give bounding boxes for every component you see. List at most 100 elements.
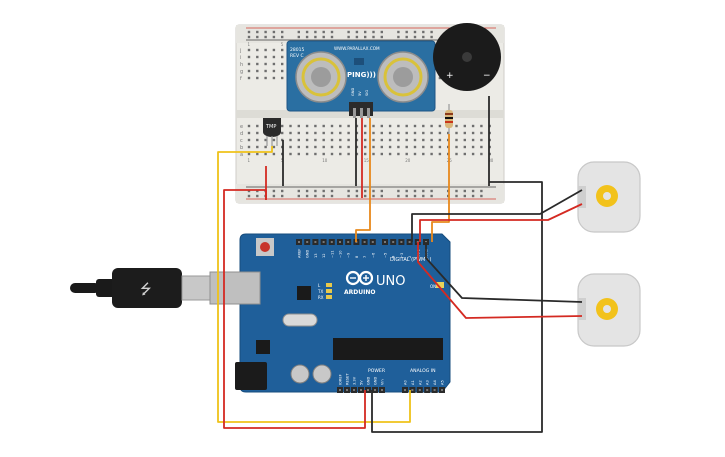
breadboard-hole[interactable] xyxy=(330,138,334,142)
rail-hole[interactable] xyxy=(430,35,433,39)
breadboard-hole[interactable] xyxy=(272,152,276,156)
breadboard-hole[interactable] xyxy=(430,124,433,128)
breadboard-hole[interactable] xyxy=(463,124,466,128)
rail-hole[interactable] xyxy=(347,35,350,39)
rail-hole[interactable] xyxy=(347,194,350,198)
breadboard-hole[interactable] xyxy=(305,152,309,156)
rail-hole[interactable] xyxy=(281,30,284,34)
breadboard-hole[interactable] xyxy=(322,138,325,142)
rail-hole[interactable] xyxy=(380,194,383,198)
breadboard-hole[interactable] xyxy=(355,152,359,156)
breadboard-hole[interactable] xyxy=(322,145,325,149)
rail-hole[interactable] xyxy=(355,194,359,198)
breadboard-hole[interactable] xyxy=(413,138,417,142)
breadboard-hole[interactable] xyxy=(438,76,442,80)
rail-hole[interactable] xyxy=(380,35,383,39)
rail-hole[interactable] xyxy=(430,194,433,198)
breadboard-hole[interactable] xyxy=(289,145,292,149)
breadboard-hole[interactable] xyxy=(405,131,408,135)
breadboard-hole[interactable] xyxy=(480,145,483,149)
rail-hole[interactable] xyxy=(314,35,317,39)
rail-hole[interactable] xyxy=(364,189,367,193)
breadboard-hole[interactable] xyxy=(272,55,276,59)
rail-hole[interactable] xyxy=(297,194,300,198)
breadboard-hole[interactable] xyxy=(372,145,375,149)
rail-hole[interactable] xyxy=(247,30,251,34)
breadboard-hole[interactable] xyxy=(480,152,483,156)
ping-ultrasonic-sensor[interactable]: 28015 REV C WWW.PARALLAX.COM PING))) GND… xyxy=(286,40,436,118)
breadboard-hole[interactable] xyxy=(347,145,350,149)
breadboard-hole[interactable] xyxy=(438,138,442,142)
breadboard-hole[interactable] xyxy=(314,152,317,156)
breadboard-hole[interactable] xyxy=(297,145,300,149)
rail-hole[interactable] xyxy=(314,30,317,34)
rail-hole[interactable] xyxy=(247,35,251,39)
breadboard-hole[interactable] xyxy=(397,124,400,128)
wire-black-gnd-rail[interactable] xyxy=(371,181,543,433)
rail-hole[interactable] xyxy=(330,189,334,193)
breadboard-hole[interactable] xyxy=(339,124,342,128)
breadboard-hole[interactable] xyxy=(281,62,284,66)
breadboard-hole[interactable] xyxy=(355,138,359,142)
rail-hole[interactable] xyxy=(272,194,276,198)
breadboard-hole[interactable] xyxy=(405,145,408,149)
breadboard-hole[interactable] xyxy=(471,145,475,149)
rail-hole[interactable] xyxy=(305,30,309,34)
breadboard-hole[interactable] xyxy=(471,131,475,135)
breadboard-hole[interactable] xyxy=(447,131,450,135)
breadboard-hole[interactable] xyxy=(388,124,392,128)
breadboard-hole[interactable] xyxy=(264,145,267,149)
breadboard-hole[interactable] xyxy=(480,131,483,135)
breadboard-hole[interactable] xyxy=(247,145,251,149)
breadboard-hole[interactable] xyxy=(364,131,367,135)
rail-hole[interactable] xyxy=(430,189,433,193)
breadboard-hole[interactable] xyxy=(438,131,442,135)
breadboard-hole[interactable] xyxy=(256,48,259,52)
rail-hole[interactable] xyxy=(330,30,334,34)
breadboard-hole[interactable] xyxy=(372,138,375,142)
rail-hole[interactable] xyxy=(322,189,325,193)
breadboard-hole[interactable] xyxy=(413,131,417,135)
breadboard-hole[interactable] xyxy=(405,152,408,156)
breadboard-hole[interactable] xyxy=(330,124,334,128)
rail-hole[interactable] xyxy=(364,30,367,34)
breadboard-hole[interactable] xyxy=(438,152,442,156)
breadboard-hole[interactable] xyxy=(455,152,458,156)
breadboard-hole[interactable] xyxy=(413,152,417,156)
breadboard-hole[interactable] xyxy=(438,124,442,128)
rail-hole[interactable] xyxy=(397,30,400,34)
breadboard-hole[interactable] xyxy=(388,145,392,149)
rail-hole[interactable] xyxy=(372,194,375,198)
breadboard-hole[interactable] xyxy=(463,131,466,135)
breadboard-hole[interactable] xyxy=(314,138,317,142)
breadboard-hole[interactable] xyxy=(388,152,392,156)
rail-hole[interactable] xyxy=(372,30,375,34)
rail-hole[interactable] xyxy=(471,194,475,198)
breadboard-hole[interactable] xyxy=(471,124,475,128)
rail-hole[interactable] xyxy=(297,35,300,39)
rail-hole[interactable] xyxy=(413,30,417,34)
breadboard-hole[interactable] xyxy=(397,131,400,135)
breadboard-hole[interactable] xyxy=(272,76,276,80)
breadboard-hole[interactable] xyxy=(372,152,375,156)
breadboard-hole[interactable] xyxy=(281,124,284,128)
rail-hole[interactable] xyxy=(397,194,400,198)
rail-hole[interactable] xyxy=(422,194,425,198)
wire-orange-ping-signal[interactable] xyxy=(355,118,371,242)
breadboard-hole[interactable] xyxy=(281,48,284,52)
breadboard-hole[interactable] xyxy=(471,138,475,142)
rail-hole[interactable] xyxy=(413,189,417,193)
breadboard-hole[interactable] xyxy=(380,138,383,142)
breadboard-hole[interactable] xyxy=(364,145,367,149)
breadboard-hole[interactable] xyxy=(397,138,400,142)
breadboard-hole[interactable] xyxy=(264,69,267,73)
breadboard-hole[interactable] xyxy=(364,152,367,156)
rail-hole[interactable] xyxy=(405,35,408,39)
breadboard-hole[interactable] xyxy=(372,131,375,135)
breadboard-hole[interactable] xyxy=(355,124,359,128)
breadboard-hole[interactable] xyxy=(247,76,251,80)
rail-hole[interactable] xyxy=(272,35,276,39)
breadboard-hole[interactable] xyxy=(272,138,276,142)
breadboard-hole[interactable] xyxy=(297,124,300,128)
breadboard-hole[interactable] xyxy=(322,152,325,156)
